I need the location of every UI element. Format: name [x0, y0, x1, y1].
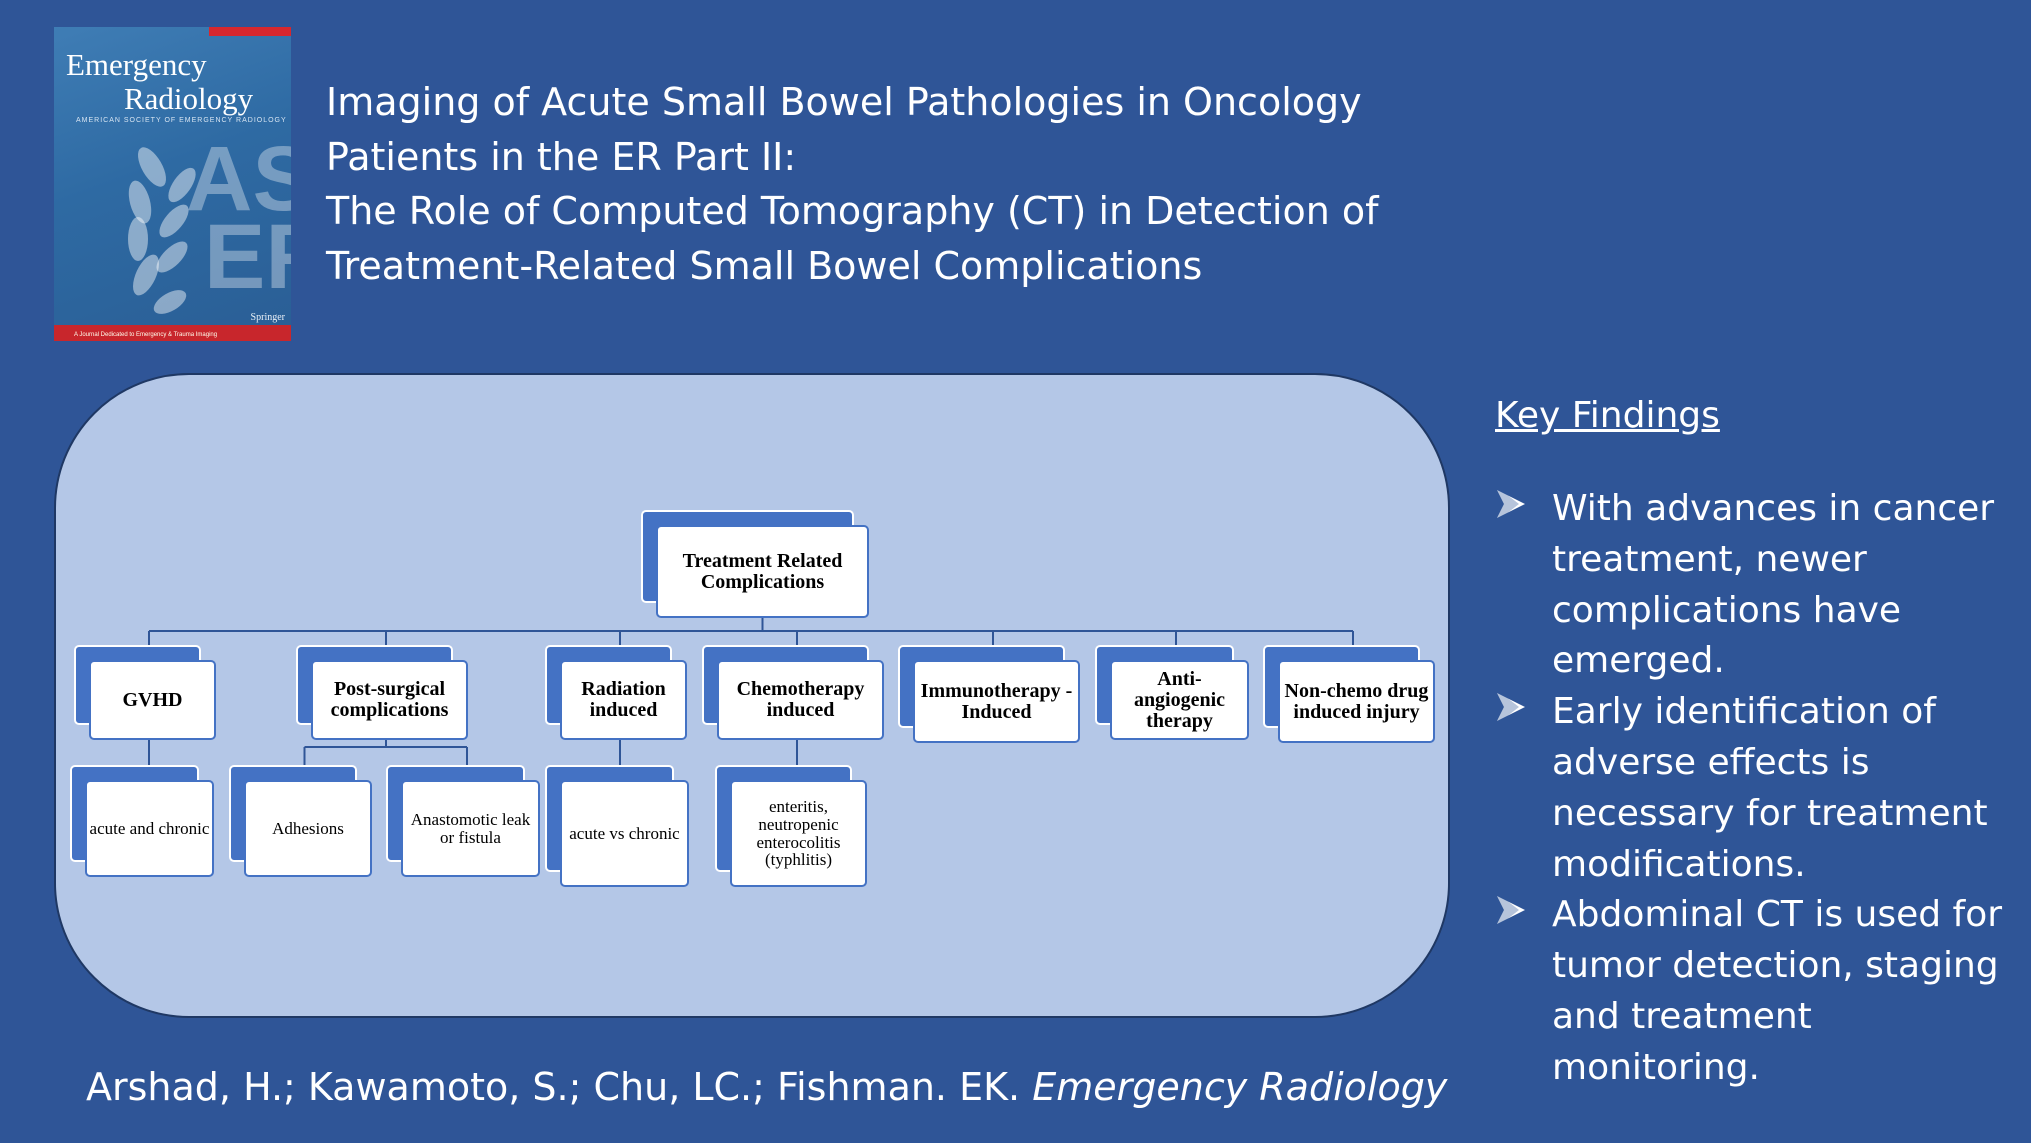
citation-authors: Arshad, H.; Kawamoto, S.; Chu, LC.; Fish… — [86, 1065, 1021, 1109]
laurel-wreath-icon — [128, 147, 196, 314]
hierarchy-diagram — [148, 618, 1354, 765]
title-line-1: Imaging of Acute Small Bowel Pathologies… — [326, 80, 1362, 124]
subcategory-node-label: acute and chronic — [85, 780, 214, 877]
category-node: GVHD — [74, 645, 216, 740]
key-finding-item: With advances in cancer treatment, newer… — [1495, 484, 2015, 687]
category-node: Radiation induced — [545, 645, 687, 740]
cover-society: AMERICAN SOCIETY OF EMERGENCY RADIOLOGY — [76, 117, 287, 124]
cover-publisher: Springer — [250, 312, 285, 323]
subcategory-node: acute and chronic — [70, 765, 214, 877]
subcategory-node: Anastomotic leak or fistula — [386, 765, 540, 877]
citation-journal: Emergency Radiology — [1032, 1065, 1448, 1109]
category-node: Immunotherapy - Induced — [898, 645, 1080, 743]
key-finding-text: With advances in cancer treatment, newer… — [1552, 488, 1995, 682]
subcategory-node-label: enteritis, neutropenic enterocolitis (ty… — [730, 780, 867, 887]
title-line-4: Treatment-Related Small Bowel Complicati… — [326, 243, 1203, 288]
key-finding-item: Abdominal CT is used for tumor detection… — [1495, 890, 2015, 1093]
category-node-label: Non-chemo drug induced injury — [1278, 660, 1435, 743]
subcategory-node-label: Anastomotic leak or fistula — [401, 780, 540, 877]
connector-lines — [148, 618, 1354, 765]
key-findings-heading: Key Findings — [1495, 395, 1720, 436]
category-node: Anti-angiogenic therapy — [1095, 645, 1249, 740]
title-line-2: Patients in the ER Part II: — [326, 134, 797, 179]
cover-red-footer — [54, 325, 291, 341]
cover-red-bar — [209, 27, 291, 36]
citation: Arshad, H.; Kawamoto, S.; Chu, LC.; Fish… — [86, 1065, 1447, 1109]
category-node-label: Radiation induced — [560, 660, 687, 740]
subcategory-node-label: acute vs chronic — [560, 780, 689, 887]
category-node: Non-chemo drug induced injury — [1263, 645, 1435, 743]
key-finding-item: Early identification of adverse effects … — [1495, 687, 2015, 890]
category-node-label: Anti-angiogenic therapy — [1110, 660, 1249, 740]
cover-monogram-line1: AS — [186, 128, 291, 230]
key-findings: Key Findings With advances in cancer tre… — [1495, 395, 2015, 1094]
key-findings-list: With advances in cancer treatment, newer… — [1495, 484, 2015, 1094]
cover-title-line1: Emergency — [66, 47, 207, 82]
key-finding-text: Early identification of adverse effects … — [1552, 691, 1988, 885]
arrow-bullet-icon — [1497, 896, 1525, 925]
subcategory-node-label: Adhesions — [244, 780, 372, 877]
category-node-label: Post-surgical complications — [311, 660, 468, 740]
category-node-label: GVHD — [89, 660, 216, 740]
cover-monogram-line2: ER — [204, 206, 291, 308]
category-node: Chemotherapy induced — [702, 645, 884, 740]
root-node: Treatment Related Complications — [641, 510, 869, 618]
category-node: Post-surgical complications — [296, 645, 468, 740]
cover-tagline: A Journal Dedicated to Emergency & Traum… — [74, 332, 218, 338]
title-line-3: The Role of Computed Tomography (CT) in … — [326, 189, 1379, 233]
subcategory-node: acute vs chronic — [545, 765, 689, 887]
category-node-label: Immunotherapy - Induced — [913, 660, 1080, 743]
category-node-label: Chemotherapy induced — [717, 660, 884, 740]
cover-title-line2: Radiology — [124, 81, 254, 116]
page-title: Imaging of Acute Small Bowel Pathologies… — [326, 75, 1426, 293]
root-node-label: Treatment Related Complications — [656, 525, 869, 618]
arrow-bullet-icon — [1497, 693, 1525, 722]
key-finding-text: Abdominal CT is used for tumor detection… — [1552, 894, 2003, 1088]
journal-cover: Emergency Radiology AMERICAN SOCIETY OF … — [54, 27, 291, 341]
arrow-bullet-icon — [1497, 490, 1525, 518]
subcategory-node: enteritis, neutropenic enterocolitis (ty… — [715, 765, 867, 887]
subcategory-node: Adhesions — [229, 765, 372, 877]
